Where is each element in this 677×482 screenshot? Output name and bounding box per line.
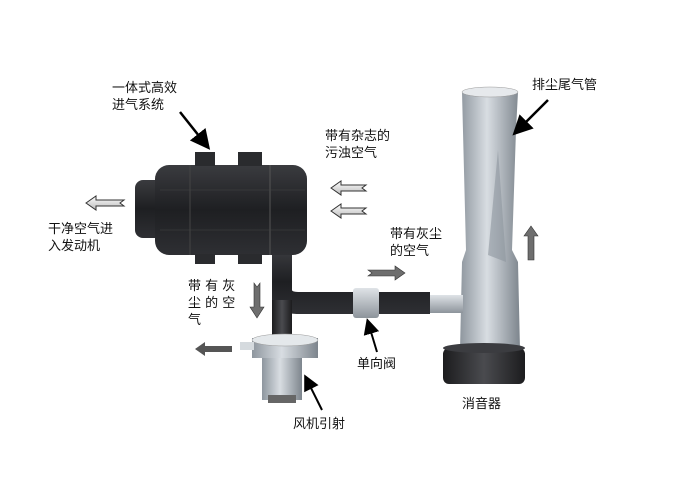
label-intake-system: 一体式高效 进气系统: [112, 81, 178, 113]
air-filter: [135, 152, 307, 264]
pointer-exhaust: [512, 99, 549, 136]
outlet-pipe: [272, 250, 430, 314]
clean-air-arrow-icon: [85, 195, 126, 211]
dusty-air-right-arrow-icon: [367, 265, 406, 281]
label-clean-air: 干净空气进 入发动机: [48, 222, 114, 254]
connector-pipe: [425, 295, 463, 313]
dirty-air-arrow-icon: [330, 203, 368, 219]
label-exhaust-pipe: 排尘尾气管: [532, 78, 598, 93]
label-dusty-air-right: 带有灰尘 的空气: [390, 227, 443, 259]
pointer-fan: [304, 374, 323, 411]
vertical-pipe: [272, 300, 292, 345]
label-muffler: 消音器: [462, 397, 502, 412]
pointer-intake: [179, 111, 211, 150]
dusty-air-down-arrow-icon: [249, 282, 265, 319]
exhaust-left-arrow-icon: [195, 342, 232, 356]
dirty-air-arrow-icon: [330, 180, 368, 196]
pointer-valve: [363, 318, 380, 353]
fan-ejector: [240, 333, 319, 403]
exhaust-pipe: [460, 86, 520, 350]
exhaust-up-arrow-icon: [523, 225, 539, 261]
label-check-valve: 单向阀: [357, 357, 397, 372]
muffler: [443, 343, 525, 384]
label-fan-ejector: 风机引射: [293, 417, 346, 432]
label-dusty-air-down: 带 有 灰 尘 的 空 气: [188, 279, 236, 328]
label-dirty-air: 带有杂志的 污浊空气: [325, 129, 391, 161]
check-valve: [353, 288, 379, 318]
